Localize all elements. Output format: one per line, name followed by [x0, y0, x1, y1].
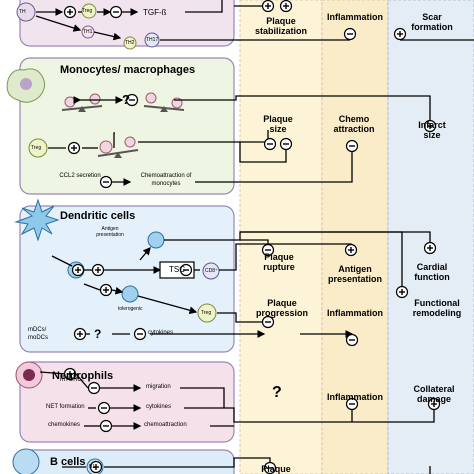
sign-markers [63, 0, 441, 474]
dendritic-cell-icon [14, 198, 60, 242]
panel-dendritic [19, 205, 235, 353]
seesaw-icon-3 [97, 136, 139, 158]
panel-neutrophils [19, 361, 235, 443]
th2-cell-icon [123, 36, 137, 50]
outcome-collateral-damage: Collateral damage [413, 384, 455, 404]
monocytes-title: Monocytes/ macrophages [60, 64, 196, 76]
migration-label: migration [146, 384, 171, 390]
outcome-plaque-stabilization: Plaque stabilization [254, 16, 307, 36]
neutrophils-title: Neutrophils [52, 370, 114, 382]
outcome-functional-remodeling: Functional remodeling [412, 298, 462, 318]
outcome-inflammation-2: Inflammation [326, 308, 383, 318]
treg-mono-label: Treg [31, 145, 42, 151]
net-formation-label: NET formation [46, 404, 85, 410]
th17-label: TH17 [146, 37, 159, 43]
b1-label: B1 [89, 464, 96, 470]
outcome-inflammation-1: Inflammation [326, 12, 383, 22]
tsc-label: TSC [169, 265, 185, 274]
column-ischemia [387, 0, 474, 474]
outcome-inflammation-3: Inflammation [326, 392, 383, 402]
treg-top-label: Treg [82, 8, 93, 14]
treg-cell-icon-top [81, 3, 97, 19]
mdcs-label: mDCs/ moDCs [28, 327, 49, 341]
outcome-chemo-attraction: Chemo attraction [333, 114, 375, 134]
treg-cell-icon-mono [28, 138, 48, 158]
antigen-presentation-dc-label: Antigen presentation [96, 226, 124, 238]
macrophage-nucleus-icon [20, 78, 32, 90]
dc-question: ? [94, 327, 102, 341]
chemoattraction-monocytes-label: Chemoattraction of monocytes [140, 173, 192, 187]
th1-label: TH1 [83, 29, 93, 35]
th2-label: TH2 [125, 40, 135, 46]
tgf-beta-label: TGF-ß [143, 8, 167, 17]
treg-cell-icon-dc [197, 303, 217, 323]
tolerogenic-label: tolerogenic [118, 306, 143, 312]
b-cell-icon [12, 448, 40, 474]
cytokines-neutro-label: cytokines [146, 404, 172, 410]
column-plaque [239, 0, 323, 474]
column-inflammation [321, 0, 389, 474]
neutrophil-nucleus-icon [23, 369, 35, 381]
outcome-plaque-progression: Plaque progression [255, 298, 308, 318]
panel-monocytes [19, 57, 235, 195]
chemoattraction-neutro-label: chemoattraction [144, 422, 187, 428]
ccl2-label: CCL2 secretion [59, 173, 101, 179]
cd8-label: CD8⁺ [205, 268, 218, 274]
outcome-plaque-bottom: Plaque [261, 464, 291, 474]
mtorc2-label: mTORc2 [60, 377, 84, 383]
th17-cell-icon [144, 32, 160, 48]
outcome-plaque-rupture: Plaque rupture [263, 252, 295, 272]
activated-dc-icon [147, 231, 165, 249]
tolerogenic-dc-icon [121, 285, 139, 303]
outcome-antigen-presentation: Antigen presentation [327, 264, 382, 284]
th-cell-label: TH [19, 9, 26, 15]
cytokines-dc-label: cytokines [148, 330, 174, 336]
outcome-plaque-size: Plaque size [263, 114, 293, 134]
outcome-question: ? [272, 384, 282, 401]
chemokines-label: chemokines [48, 422, 81, 428]
outcome-scar-formation: Scar formation [411, 12, 453, 32]
th-cell-icon [16, 2, 36, 22]
dendritic-title: Dendritic cells [60, 210, 136, 222]
b-cells-title: B cells [50, 456, 86, 468]
mono-question: ? [122, 92, 130, 107]
treg-dc-label: Treg [201, 310, 212, 316]
cd8-cell-icon [202, 262, 220, 280]
outcome-infarct-size: Infarct size [418, 120, 446, 140]
outcome-cardial-function: Cardial function [414, 262, 450, 282]
